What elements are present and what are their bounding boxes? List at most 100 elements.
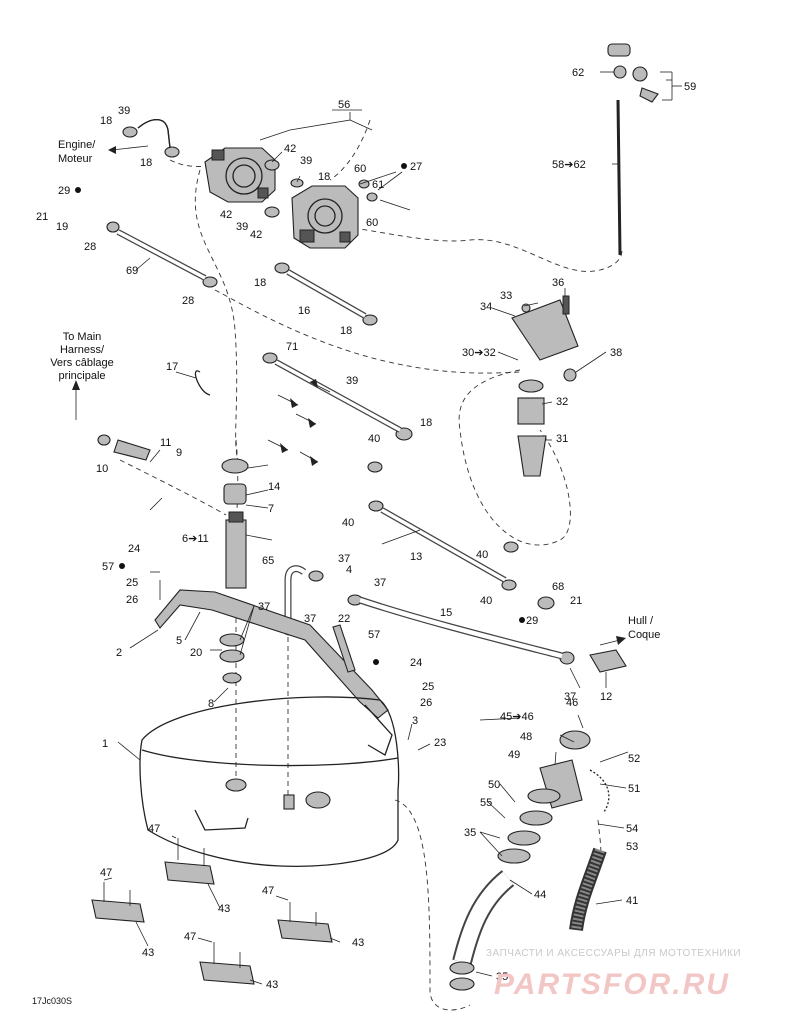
note-harness-line1: To Main [63,331,102,343]
label-43d: 43 [266,979,278,991]
label-31: 31 [556,433,568,445]
label-58: 58➔62 [552,159,586,171]
label-33: 33 [500,290,512,302]
label-24a: 24 [128,543,140,555]
label-18c: 18 [318,171,330,183]
label-26b: 26 [420,697,432,709]
flow-arrows [72,145,626,646]
label-17: 17 [166,361,178,373]
label-50: 50 [488,779,500,791]
label-5: 5 [176,635,182,647]
label-20: 20 [190,647,202,659]
label-40c: 40 [476,549,488,561]
lubricant-marks [75,163,525,665]
note-harness-line4: principale [58,370,105,382]
label-60a: 60 [354,163,366,175]
leader-lines [103,71,682,985]
label-71: 71 [286,341,298,353]
label-69: 69 [126,265,138,277]
label-47b: 47 [100,867,112,879]
note-hull: Hull / Coque [628,615,660,641]
label-18e: 18 [340,325,352,337]
label-34: 34 [480,301,492,313]
label-37b: 37 [374,577,386,589]
fuel-pickup [221,458,249,589]
label-18a: 18 [100,115,112,127]
label-18b: 18 [140,157,152,169]
label-47a: 47 [148,823,160,835]
label-65: 65 [262,555,274,567]
label-41: 41 [626,895,638,907]
label-21a: 21 [36,211,48,223]
label-38: 38 [610,347,622,359]
note-harness-line2: Harness/ [60,344,105,356]
label-62: 62 [572,67,584,79]
note-engine: Engine/ Moteur [58,139,96,165]
label-36: 36 [552,277,564,289]
label-11: 11 [160,437,171,449]
dashed-routings [119,119,623,1011]
carburetor-lower [291,185,359,249]
label-35a: 35 [464,827,476,839]
label-25b: 25 [422,681,434,693]
label-60b: 60 [366,217,378,229]
label-9: 9 [176,447,182,459]
label-47d: 47 [184,931,196,943]
tank-strap [154,589,393,756]
label-32: 32 [556,396,568,408]
fuel-filter [511,295,579,477]
watermark-text: ЗАПЧАСТИ И АКСЕССУАРЫ ДЛЯ МОТОТЕХНИКИ [486,948,741,959]
label-40a: 40 [368,433,380,445]
label-37c: 37 [258,601,270,613]
label-53: 53 [626,841,638,853]
label-39d: 39 [346,375,358,387]
fuel-tank [139,696,400,867]
label-45: 45➔46 [500,711,534,723]
label-61: 61 [372,179,384,191]
label-1: 1 [102,738,108,750]
hoses [116,99,622,965]
label-27: 27 [410,161,422,173]
label-3: 3 [412,715,418,727]
label-59: 59 [684,81,696,93]
label-39a: 39 [118,105,130,117]
label-39b: 39 [300,155,312,167]
label-4: 4 [346,564,352,576]
label-55: 55 [480,797,492,809]
label-23: 23 [434,737,446,749]
hull-fitting [97,43,659,673]
label-8: 8 [208,698,214,710]
label-29a: 29 [58,185,70,197]
label-13: 13 [410,551,422,563]
note-harness-line3: Vers câblage [50,357,114,369]
label-48: 48 [520,731,532,743]
label-68: 68 [552,581,564,593]
label-51: 51 [628,783,640,795]
label-29b: 29 [526,615,538,627]
label-54: 54 [626,823,638,835]
label-15: 15 [440,607,452,619]
label-30: 30➔32 [462,347,496,359]
carburetor-upper [204,147,276,203]
label-56: 56 [338,99,350,111]
filler-neck [449,730,610,991]
note-harness: To Main Harness/ Vers câblage principale [50,331,114,382]
note-engine-line2: Moteur [58,153,93,165]
diagram-code: 17Jc030S [32,996,72,1006]
label-37a: 37 [338,553,350,565]
clamps [106,126,575,684]
label-42b: 42 [220,209,232,221]
label-37e: 37 [564,691,576,703]
note-hull-line1: Hull / [628,615,654,627]
mount-blocks [91,838,333,985]
label-18d: 18 [254,277,266,289]
label-47c: 47 [262,885,274,897]
label-6: 6➔11 [182,533,209,545]
label-52: 52 [628,753,640,765]
label-37d: 37 [304,613,316,625]
label-44: 44 [534,889,546,901]
label-25a: 25 [126,577,138,589]
label-26a: 26 [126,594,138,606]
label-42a: 42 [284,143,296,155]
